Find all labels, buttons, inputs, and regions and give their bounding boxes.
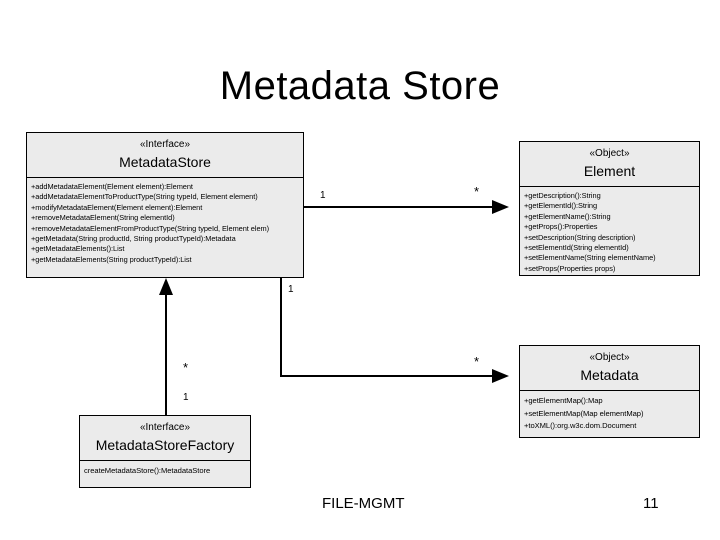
class-header-element: «Object» Element xyxy=(520,142,699,187)
class-member: +setProps(Properties props) xyxy=(524,263,616,273)
class-name: Metadata xyxy=(580,367,639,383)
class-member: createMetadataStore():MetadataStore xyxy=(84,466,211,475)
class-member: +removeMetadataElement(String elementId) xyxy=(31,213,175,223)
class-member: +removeMetadataElementFromProductType(St… xyxy=(31,223,270,233)
class-header-metadatastore: «Interface» MetadataStore xyxy=(27,133,303,178)
class-member: +modifyMetadataElement(Element element):… xyxy=(31,202,203,212)
class-name: Element xyxy=(583,163,636,179)
multiplicity-label: * xyxy=(474,184,480,199)
class-member: +getElementMap():Map xyxy=(524,396,603,405)
class-member: +getElementName():String xyxy=(524,211,611,221)
multiplicity-label: 1 xyxy=(320,190,326,201)
class-member: +addMetadataElement(Element element):Ele… xyxy=(31,182,193,191)
class-box-metadata[interactable]: «Object» Metadata +getElementMap():Map +… xyxy=(519,345,700,438)
class-member: +toXML():org.w3c.dom.Document xyxy=(524,421,637,430)
connector-store-to-metadata-horizontal xyxy=(280,375,496,377)
multiplicity-label: 1 xyxy=(183,392,189,403)
class-members-factory: createMetadataStore():MetadataStore xyxy=(80,461,250,481)
class-members-element: +getDescription():String +getElementId()… xyxy=(520,187,699,275)
class-member: +getMetadataElements(String productTypeI… xyxy=(31,254,192,264)
arrowhead-icon xyxy=(159,278,173,295)
connector-store-to-element-line xyxy=(304,206,496,208)
page-number: 11 xyxy=(643,495,659,512)
class-member: +setElementName(String elementName) xyxy=(524,253,656,263)
footer-label: FILE-MGMT xyxy=(322,495,405,512)
class-member: +getElementId():String xyxy=(524,201,598,211)
class-stereotype: «Object» xyxy=(589,352,630,363)
class-stereotype: «Interface» xyxy=(139,422,191,433)
multiplicity-label: * xyxy=(183,360,189,375)
class-box-element[interactable]: «Object» Element +getDescription():Strin… xyxy=(519,141,700,276)
class-stereotype: «Interface» xyxy=(139,139,191,150)
class-member: +setElementId(String elementId) xyxy=(524,243,629,253)
class-member: +getMetadataElements():List xyxy=(31,244,125,254)
arrowhead-icon xyxy=(492,200,509,214)
arrowhead-icon xyxy=(492,369,509,383)
class-stereotype: «Object» xyxy=(589,148,630,159)
class-members-metadata: +getElementMap():Map +setElementMap(Map … xyxy=(520,391,699,437)
class-name: MetadataStore xyxy=(119,154,211,170)
class-member: +setDescription(String description) xyxy=(524,232,636,242)
connector-store-to-metadata-vertical xyxy=(280,278,282,375)
class-header-metadata: «Object» Metadata xyxy=(520,346,699,391)
class-header-factory: «Interface» MetadataStoreFactory xyxy=(80,416,250,461)
class-name: MetadataStoreFactory xyxy=(95,437,235,453)
class-members-metadatastore: +addMetadataElement(Element element):Ele… xyxy=(27,178,303,270)
class-member: +getProps():Properties xyxy=(524,222,598,232)
class-member: +addMetadataElementToProductType(String … xyxy=(31,192,258,202)
page-title: Metadata Store xyxy=(219,64,501,108)
connector-factory-to-store-line xyxy=(165,285,167,415)
class-member: +getDescription():String xyxy=(524,191,601,200)
class-box-metadatastore[interactable]: «Interface» MetadataStore +addMetadataEl… xyxy=(26,132,304,278)
class-box-metadatastorefactory[interactable]: «Interface» MetadataStoreFactory createM… xyxy=(79,415,251,488)
multiplicity-label: * xyxy=(474,354,480,369)
class-member: +setElementMap(Map elementMap) xyxy=(524,408,644,418)
class-member: +getMetadata(String productId, String pr… xyxy=(31,234,236,244)
multiplicity-label: 1 xyxy=(288,284,294,295)
